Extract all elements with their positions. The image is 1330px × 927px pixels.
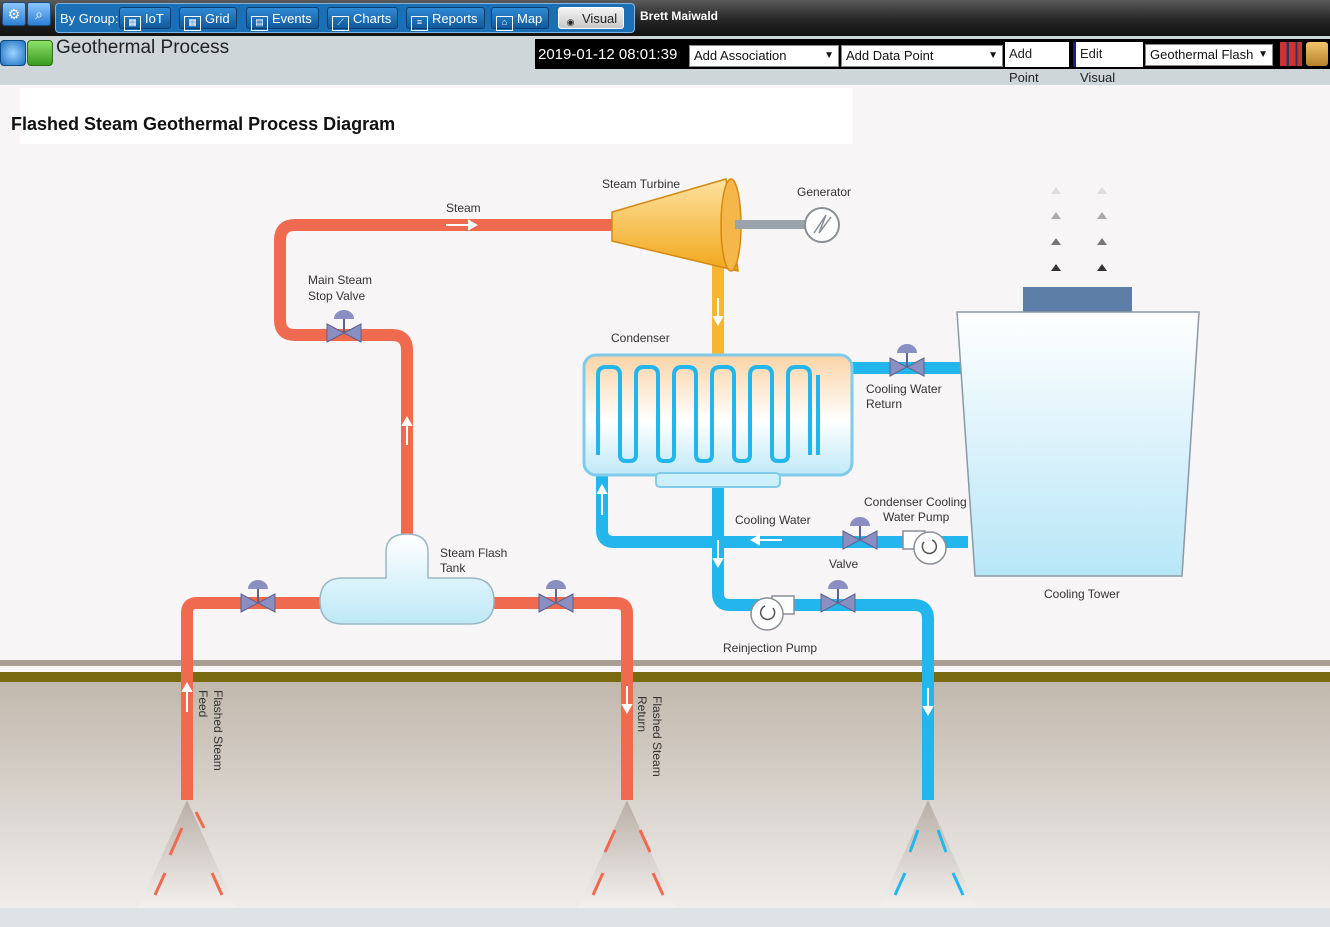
page-title: Geothermal Process <box>56 37 230 58</box>
generator-icon[interactable] <box>804 207 840 243</box>
map-icon: ⌂ <box>496 16 513 31</box>
nav-visual-label: Visual <box>582 11 618 26</box>
report-icon: ≡ <box>411 16 428 31</box>
steam-turbine-label: Steam Turbine <box>602 177 681 191</box>
add-data-point-value: Add Data Point <box>846 48 934 63</box>
vapor-arrows-icon <box>1051 187 1107 271</box>
user-name[interactable]: Brett Maiwald <box>640 9 719 23</box>
calendar-icon: ▤ <box>251 16 268 31</box>
grid-icon: ▦ <box>184 16 201 31</box>
add-data-point-select[interactable]: Add Data Point ▼ <box>841 45 1003 67</box>
nav-iot-button[interactable]: ▦ IoT <box>119 7 171 31</box>
group-blocks-icon[interactable] <box>27 40 53 66</box>
settings-gear-icon[interactable]: ⚙ <box>2 2 26 26</box>
nav-charts-button[interactable]: ⟋ Charts <box>327 7 399 31</box>
cooling-tower[interactable] <box>956 287 1200 577</box>
return-valve-icon[interactable] <box>538 580 574 613</box>
ground-line <box>0 660 1330 666</box>
reinjection-pump-icon[interactable] <box>750 595 795 631</box>
iot-icon: ▦ <box>124 16 141 31</box>
search-icon[interactable]: ⌕ <box>27 2 51 26</box>
cooling-water-return-valve-icon[interactable] <box>889 344 925 377</box>
add-association-value: Add Association <box>694 48 787 63</box>
chevron-down-icon: ▼ <box>824 50 834 61</box>
nav-iot-label: IoT <box>145 11 164 26</box>
refresh-icon[interactable] <box>0 40 26 66</box>
visual-controls: 2019-01-12 08:01:39 Add Association ▼ Add… <box>535 39 1330 85</box>
add-point-button[interactable]: Add Point <box>1005 42 1069 85</box>
nav-map-button[interactable]: ⌂ Map <box>491 7 550 31</box>
nav-reports-button[interactable]: ≡ Reports <box>406 7 485 31</box>
nav-events-button[interactable]: ▤ Events <box>246 7 319 31</box>
main-steam-label: Main Steam <box>308 273 373 287</box>
cooling-water-return-label-1: Cooling Water <box>866 382 942 396</box>
bottom-strip <box>0 908 1330 927</box>
by-group-label[interactable]: By Group: <box>60 11 119 26</box>
condenser-cooling-label: Condenser Cooling <box>864 495 967 509</box>
tank-label: Tank <box>440 561 466 575</box>
visual-select-value: Geothermal Flash <box>1150 47 1254 62</box>
flashed-steam-feed-label-2: Feed <box>196 690 210 718</box>
package-icon[interactable] <box>1306 42 1328 66</box>
feed-well-arrows <box>153 811 665 896</box>
steam-flash-label: Steam Flash <box>440 546 508 560</box>
steam-pipes <box>181 219 633 800</box>
main-steam-stop-valve-icon[interactable] <box>326 310 362 343</box>
steam-flash-tank[interactable] <box>319 533 495 625</box>
group-navigation: By Group: ▦ IoT ▦ Grid ▤ Events ⟋ Charts ≡ Re… <box>55 3 635 33</box>
condenser-cooling-water-pump-icon[interactable] <box>902 530 947 565</box>
steam-label: Steam <box>446 201 481 215</box>
diagram-title-box <box>20 88 853 144</box>
nav-visual-button[interactable]: ◉ Visual <box>558 7 625 29</box>
nav-events-label: Events <box>272 11 312 26</box>
diagram-title: Flashed Steam Geothermal Process Diagram <box>11 114 396 134</box>
feed-valve-icon[interactable] <box>240 580 276 613</box>
visual-select[interactable]: Geothermal Flash ▼ <box>1145 44 1273 66</box>
flow-arrows <box>181 219 934 717</box>
cooling-water-return-label-2: Return <box>866 397 903 411</box>
nav-charts-label: Charts <box>353 11 392 26</box>
cooling-tower-label: Cooling Tower <box>1044 587 1120 601</box>
reinjection-pump-label: Reinjection Pump <box>723 641 818 655</box>
reinjection-well-arrows <box>893 829 965 896</box>
nav-reports-label: Reports <box>432 11 478 26</box>
flashed-steam-feed-label-1: Flashed Steam <box>211 690 225 771</box>
steam-turbine[interactable] <box>611 178 742 272</box>
eye-icon: ◉ <box>566 17 575 27</box>
nav-grid-button[interactable]: ▦ Grid <box>179 7 237 31</box>
cooling-water-label: Cooling Water <box>735 513 811 527</box>
nav-grid-label: Grid <box>205 11 230 26</box>
ground-stripe <box>0 672 1330 682</box>
water-pump-label: Water Pump <box>883 510 950 524</box>
flashed-steam-return-label-2: Return <box>635 696 649 733</box>
layers-icon[interactable] <box>1280 42 1302 66</box>
condenser[interactable] <box>582 353 854 488</box>
line-chart-icon: ⟋ <box>332 16 349 31</box>
chevron-down-icon: ▼ <box>1258 49 1268 60</box>
generator-label: Generator <box>797 185 852 199</box>
turbine-shaft <box>735 220 807 229</box>
edit-visual-button[interactable]: Edit Visual <box>1073 42 1143 85</box>
nav-map-label: Map <box>517 11 543 26</box>
top-toolbar: ⚙ ⌕ By Group: ▦ IoT ▦ Grid ▤ Events ⟋ Charts… <box>0 0 1330 36</box>
reinjection-valve-icon[interactable] <box>820 580 856 613</box>
timestamp: 2019-01-12 08:01:39 <box>538 46 678 63</box>
valve-label: Valve <box>829 557 859 571</box>
cooling-water-valve-icon[interactable] <box>842 517 878 550</box>
flashed-steam-return-label-1: Flashed Steam <box>650 696 664 777</box>
chevron-down-icon: ▼ <box>988 50 998 61</box>
add-association-select[interactable]: Add Association ▼ <box>689 45 839 67</box>
condenser-label: Condenser <box>611 331 670 345</box>
ground-area <box>0 682 1330 908</box>
stop-valve-label: Stop Valve <box>308 289 366 303</box>
